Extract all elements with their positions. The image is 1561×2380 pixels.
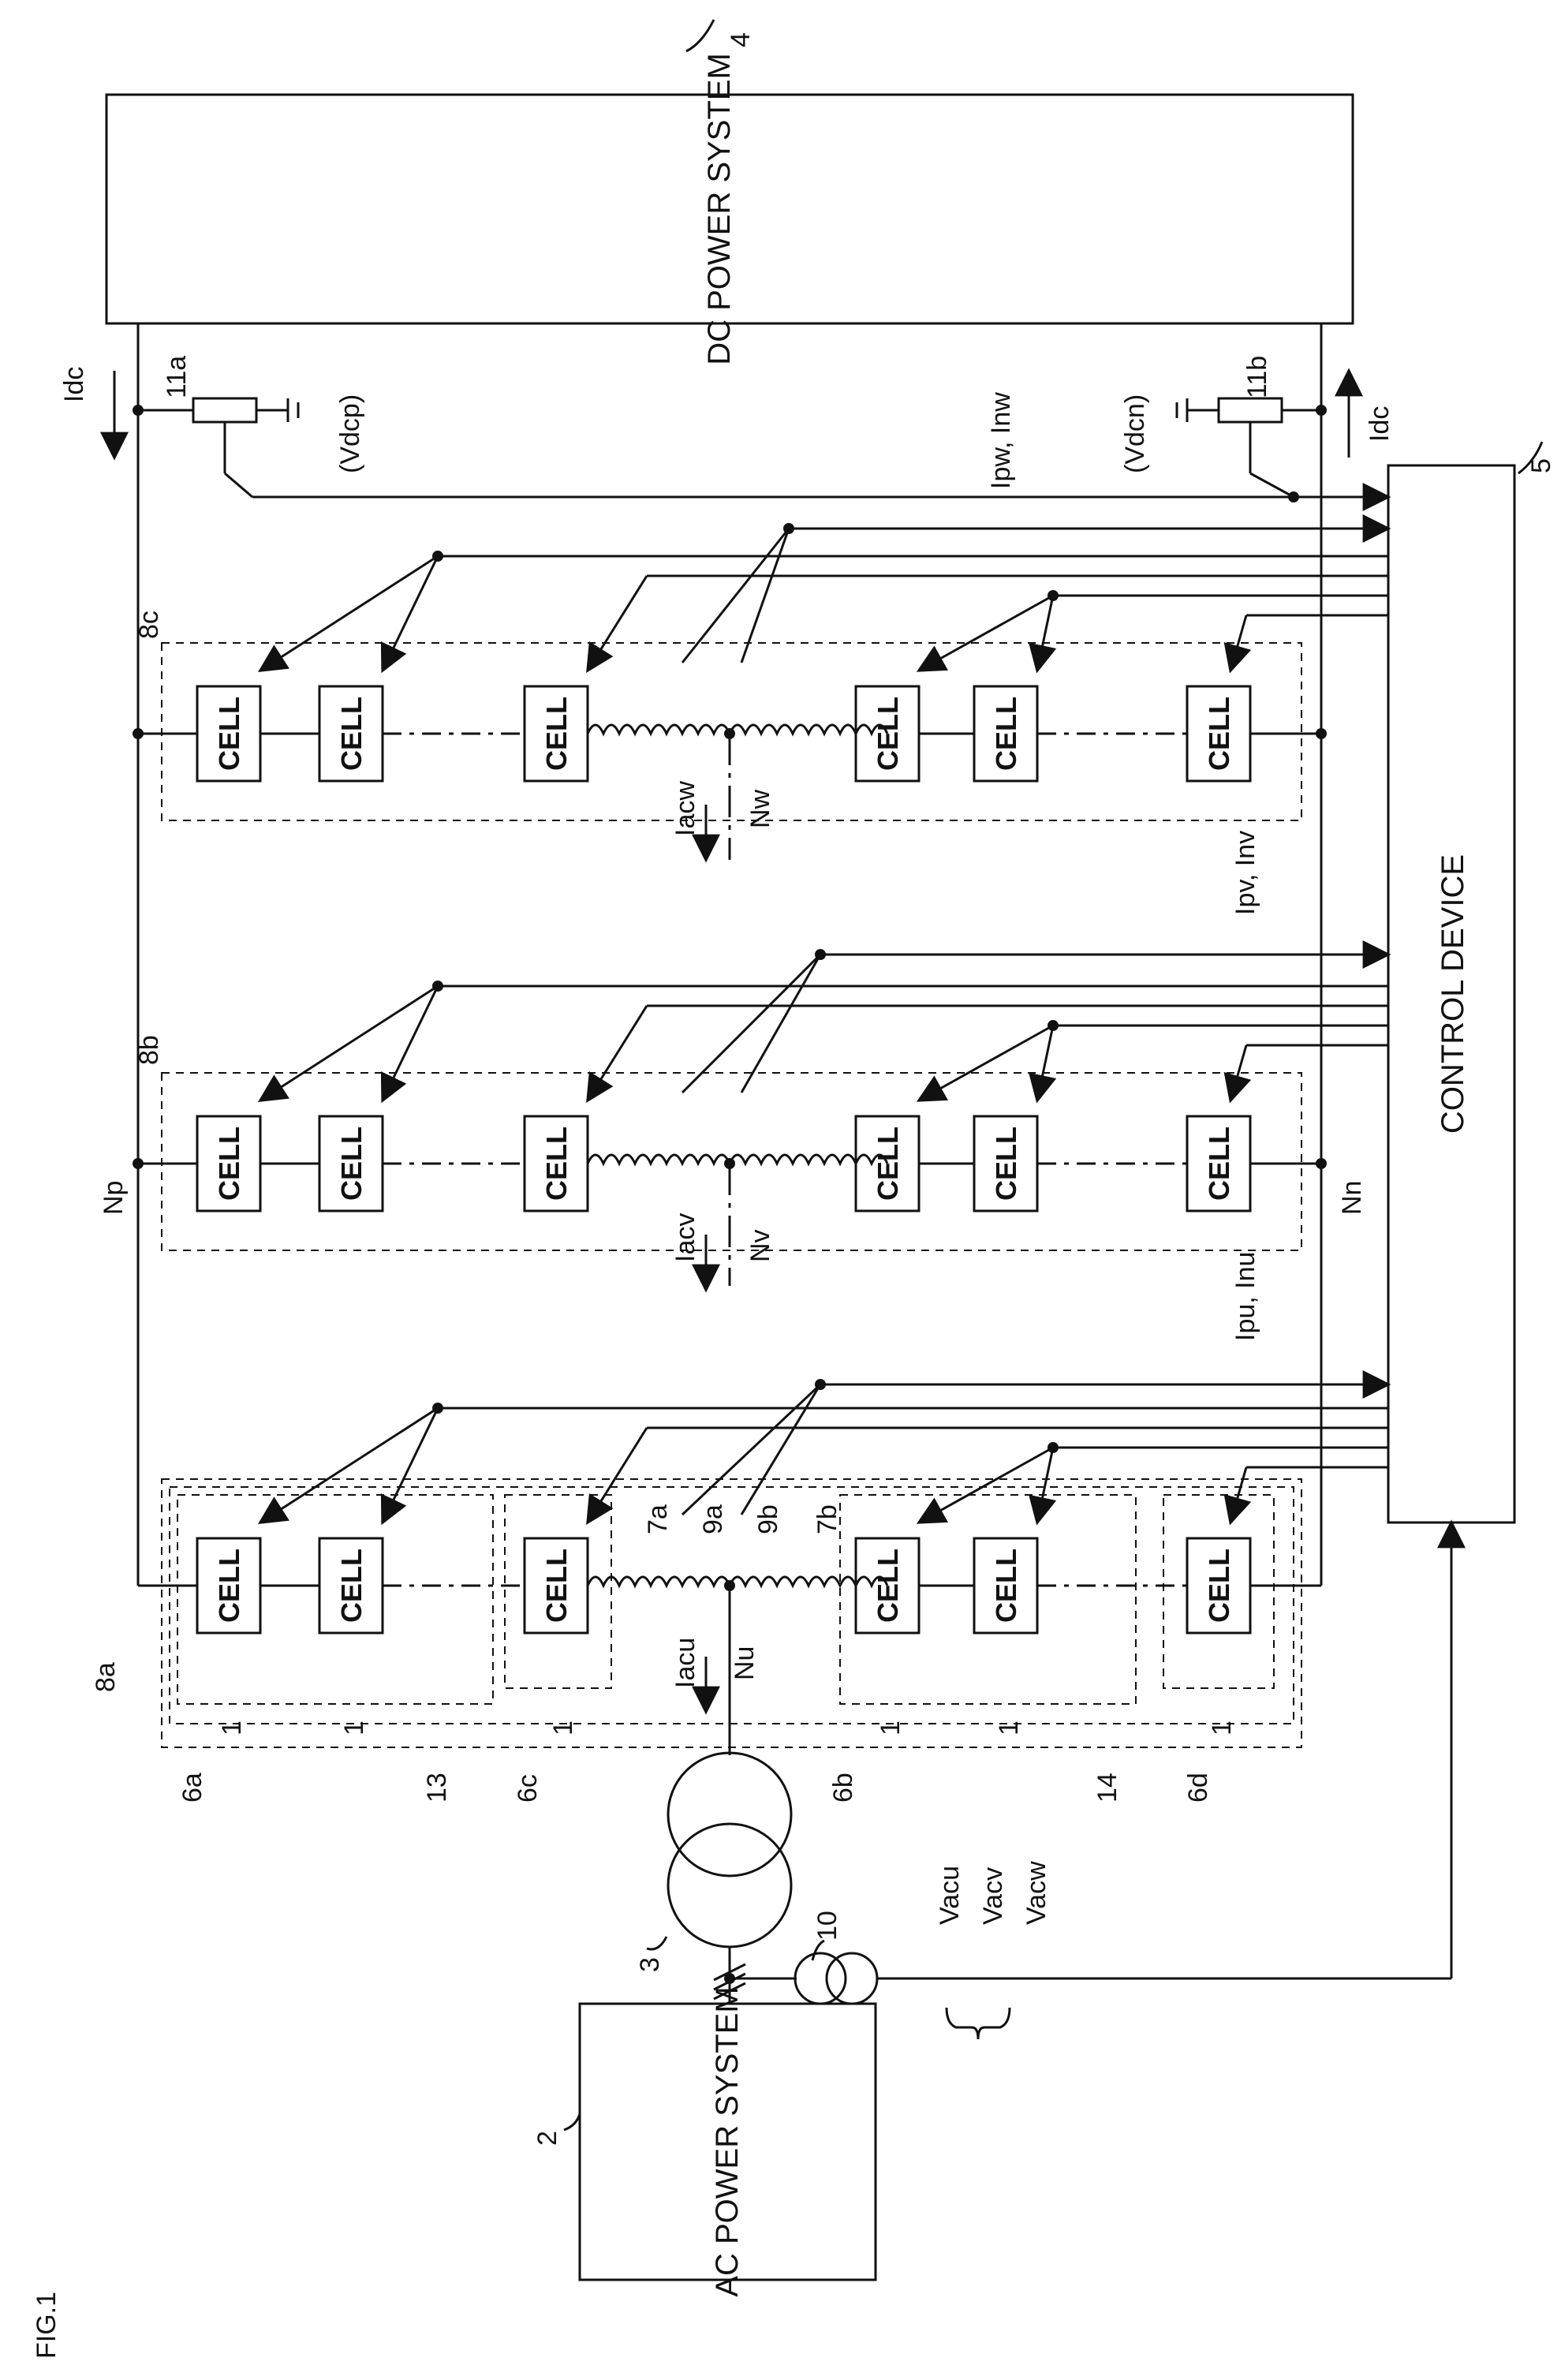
svg-text:CELL: CELL [335, 1549, 368, 1623]
label-11a: 11a [162, 356, 192, 398]
svg-text:CELL: CELL [1203, 1126, 1235, 1201]
label-vacv: Vacv [978, 1867, 1008, 1925]
label-14: 14 [1092, 1773, 1122, 1803]
svg-text:CELL: CELL [872, 697, 904, 771]
label-6a: 6a [177, 1773, 207, 1803]
svg-text:CELL: CELL [872, 1549, 904, 1623]
svg-text:CELL: CELL [1203, 697, 1235, 771]
label-nw: Nw [745, 789, 775, 828]
label-cell-ref-4: 1 [876, 1721, 906, 1735]
svg-text:CELL: CELL [990, 1549, 1022, 1623]
ref-dc-power-system: 4 [726, 32, 756, 47]
label-cell-ref-3: 1 [548, 1721, 578, 1735]
label-transformer-3: 3 [635, 1957, 665, 1972]
svg-text:CELL: CELL [335, 1126, 368, 1201]
control-device-title: CONTROL DEVICE [1436, 854, 1470, 1134]
leg-v [138, 1073, 1321, 1286]
svg-text:CELL: CELL [540, 1549, 573, 1623]
control-lines-v [260, 986, 1388, 1100]
ref-control-device: 5 [1526, 458, 1556, 473]
label-ipw-inw: Ipw, Inw [986, 392, 1016, 489]
ac-power-system-title: AC POWER SYSTEM [710, 1986, 745, 2296]
label-ipu-inu: Ipu, Inu [1231, 1252, 1260, 1341]
svg-text:CELL: CELL [1203, 1549, 1235, 1623]
leg-w [138, 643, 1321, 860]
control-lines-w [260, 556, 1388, 671]
dc-power-system-title: DC POWER SYSTEM [702, 53, 737, 365]
svg-text:CELL: CELL [540, 697, 573, 771]
figure-label: FIG.1 [32, 2292, 62, 2359]
label-idc-negative: Idc [1365, 406, 1395, 442]
label-6b: 6b [828, 1773, 858, 1803]
label-vdcp: (Vdcp) [335, 394, 365, 473]
label-iacu: Iacu [670, 1638, 700, 1688]
label-cell-ref-1: 1 [217, 1721, 247, 1735]
svg-text:CELL: CELL [213, 1549, 245, 1623]
svg-text:CELL: CELL [213, 1126, 245, 1201]
label-7b: 7b [812, 1504, 842, 1534]
label-13: 13 [422, 1773, 452, 1803]
label-8b: 8b [134, 1035, 164, 1065]
label-nu: Nu [730, 1646, 760, 1680]
label-cell-ref-5: 1 [994, 1721, 1024, 1735]
label-vt-10: 10 [812, 1911, 842, 1941]
label-6d: 6d [1183, 1773, 1213, 1803]
leg-u [138, 1479, 1321, 1755]
dc-sensor-negative [1219, 398, 1282, 422]
label-vacu: Vacu [935, 1866, 965, 1925]
label-cell-ref-2: 1 [339, 1721, 369, 1735]
dc-sensor-positive [193, 398, 256, 422]
ref-ac-power-system: 2 [532, 2131, 562, 2146]
svg-text:CELL: CELL [540, 1126, 573, 1201]
label-7a: 7a [643, 1504, 673, 1534]
label-9b: 9b [753, 1504, 783, 1534]
label-nn: Nn [1337, 1181, 1367, 1215]
label-8c: 8c [134, 611, 164, 639]
label-nv: Nv [745, 1229, 775, 1262]
cell-labels: CELL CELL CELL CELL CELL CELL CELL CELL … [213, 697, 1235, 1623]
label-6c: 6c [513, 1774, 543, 1803]
transformer [668, 1753, 791, 2004]
svg-text:CELL: CELL [335, 697, 368, 771]
label-vdcn: (Vdcn) [1120, 394, 1150, 473]
svg-text:CELL: CELL [213, 697, 245, 771]
label-np: Np [99, 1181, 129, 1215]
label-iacw: Iacw [670, 781, 700, 836]
label-11b: 11b [1242, 356, 1272, 398]
label-idc-positive: Idc [59, 367, 89, 402]
label-vacw: Vacw [1021, 1861, 1051, 1925]
svg-text:CELL: CELL [990, 697, 1022, 771]
svg-text:CELL: CELL [990, 1126, 1022, 1201]
label-cell-ref-6: 1 [1207, 1721, 1237, 1735]
svg-text:CELL: CELL [872, 1126, 904, 1201]
label-ipv-inv: Ipv, Inv [1231, 831, 1260, 915]
label-iacv: Iacv [670, 1213, 700, 1262]
label-9a: 9a [698, 1504, 728, 1534]
label-8a: 8a [91, 1662, 121, 1692]
